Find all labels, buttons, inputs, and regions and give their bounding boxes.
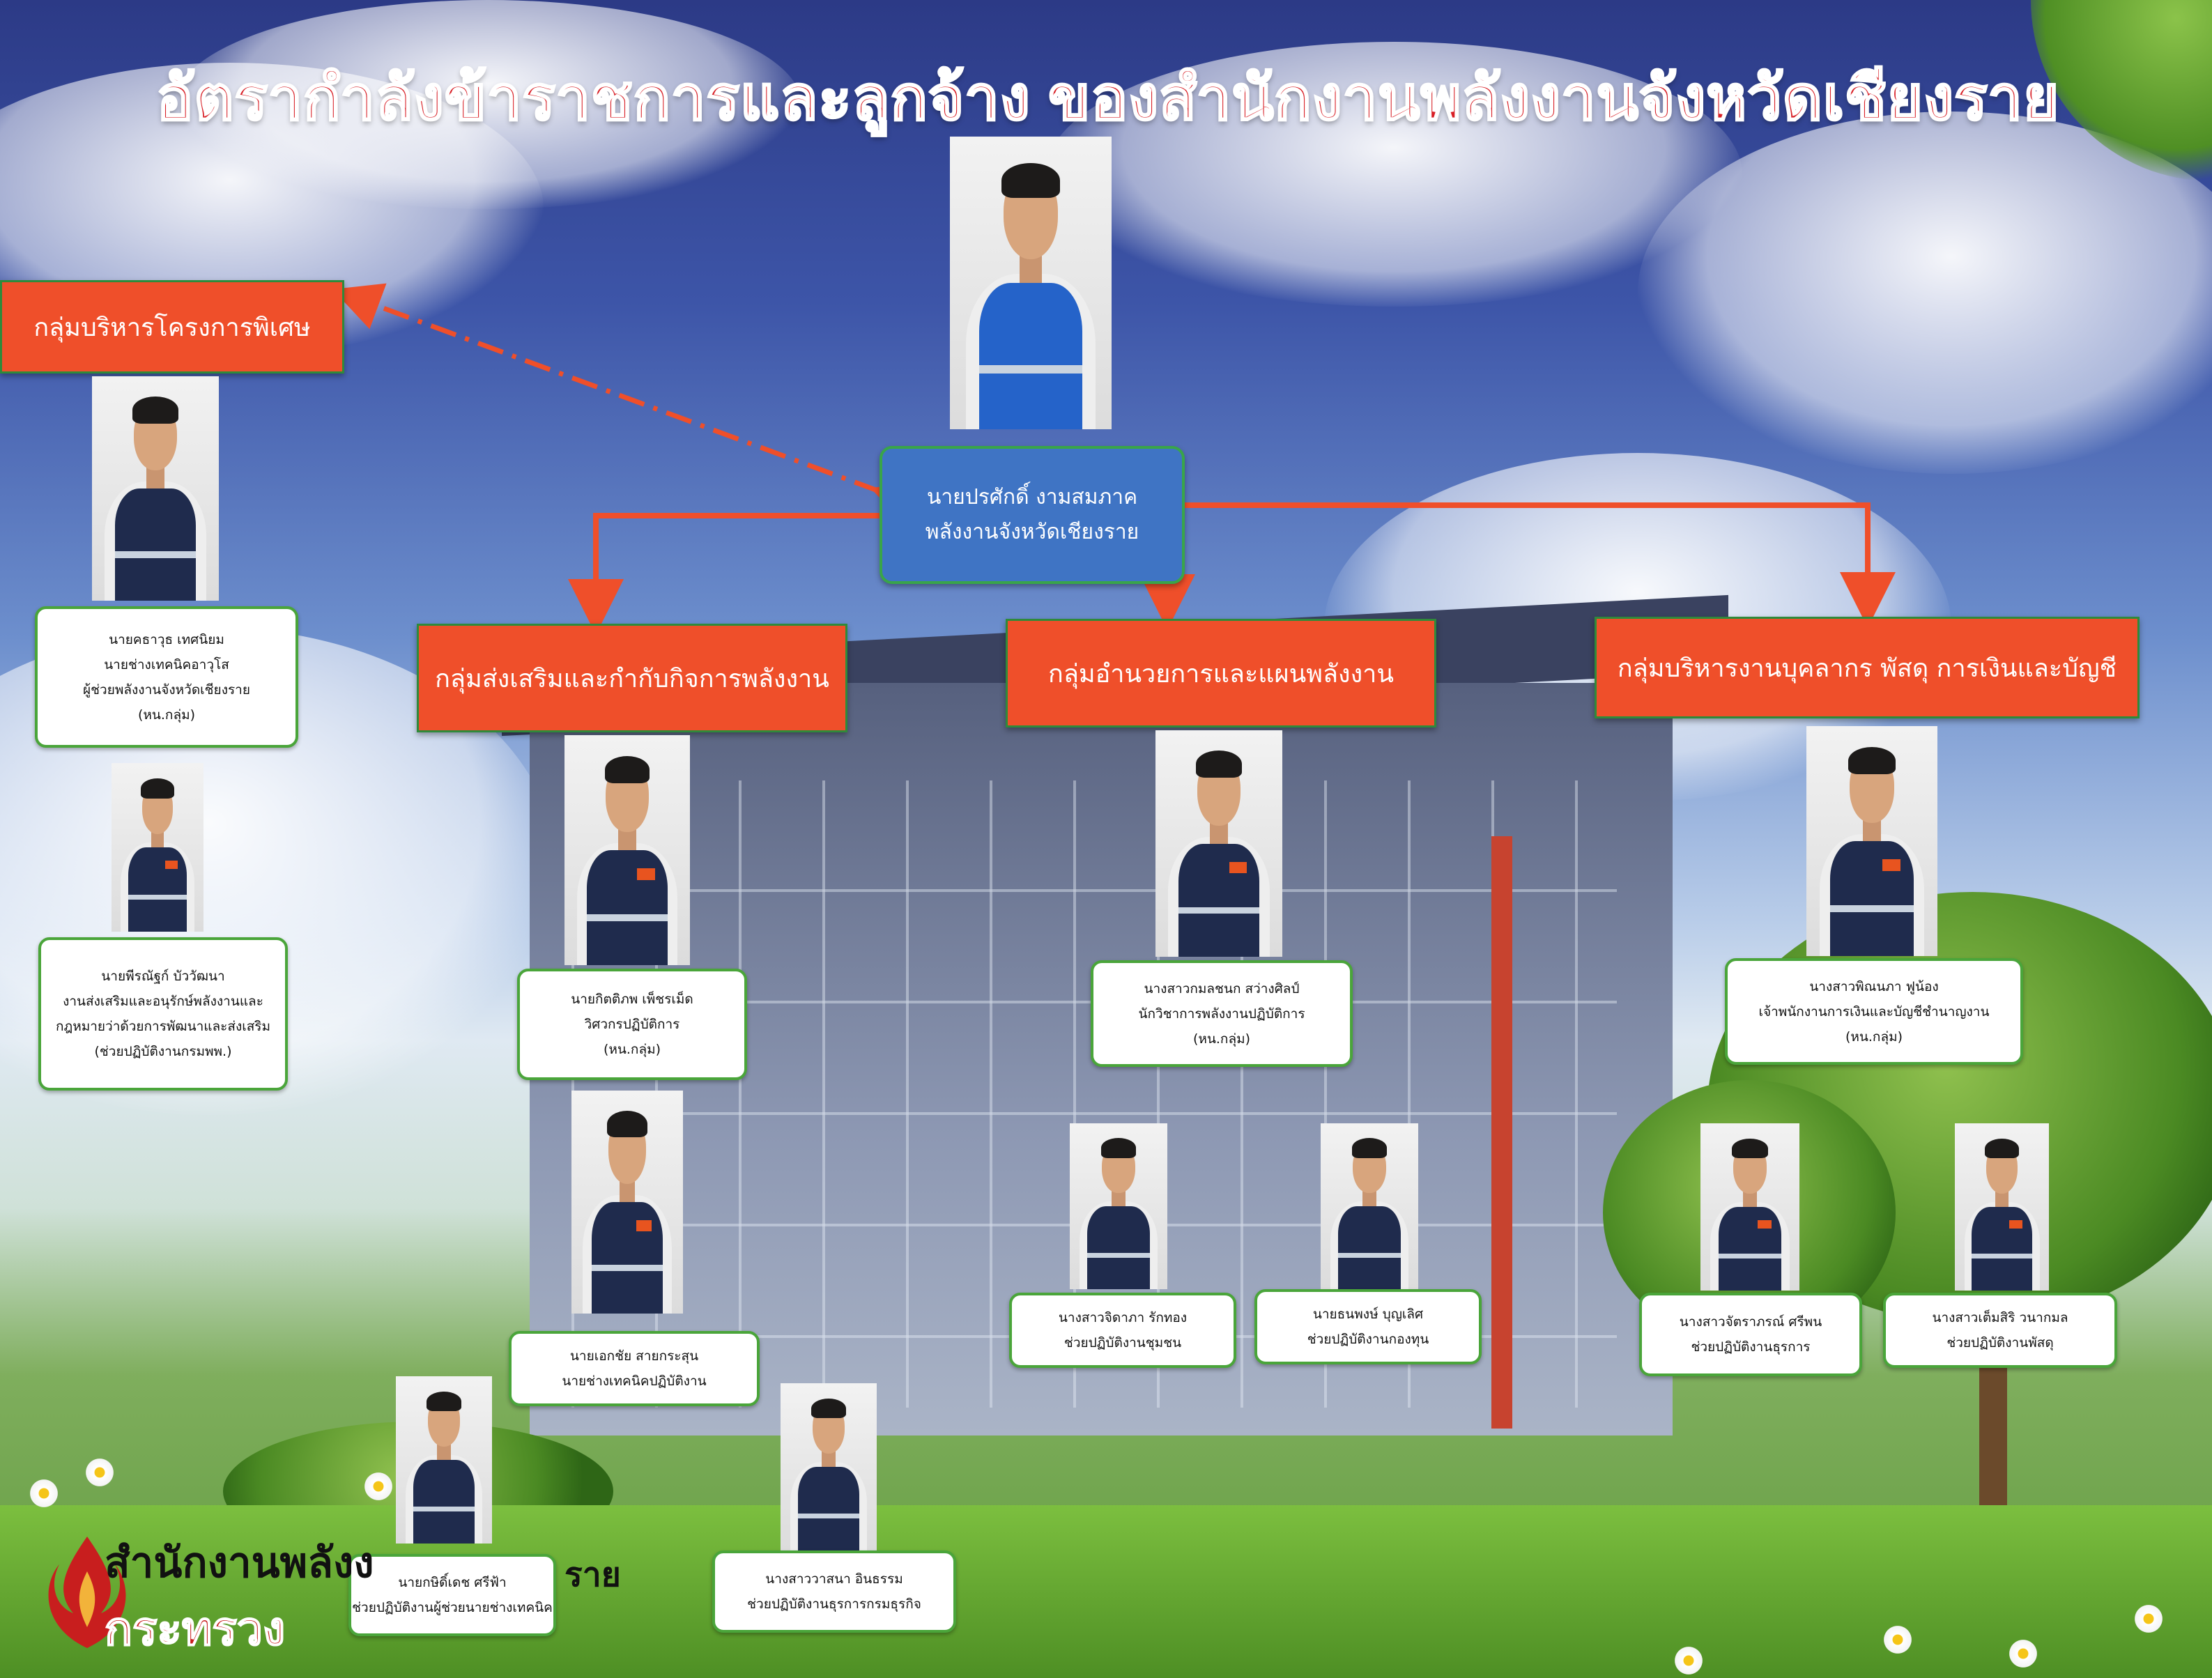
staff-position: ช่วยปฏิบัติงานพัสดุ: [1946, 1335, 2054, 1350]
staff-card-promote-1: นายกิตติภพ เพ็ชรเม็ด วิศวกรปฏิบัติการ (ห…: [517, 969, 747, 1080]
staff-position: นายช่างเทคนิคอาวุโส: [104, 656, 229, 672]
flower-decoration: [2007, 1638, 2039, 1670]
staff-name: นางสาวเต็มสิริ วนากมล: [1932, 1310, 2068, 1325]
group-promote: กลุ่มส่งเสริมและกำกับกิจการพลังงาน: [417, 624, 847, 732]
staff-name: นายเอกชัย สายกระสุน: [569, 1348, 699, 1364]
staff-role-note: (หน.กลุ่ม): [1192, 1031, 1251, 1047]
head-photo: [950, 137, 1112, 429]
staff-name: นางสาวจัตราภรณ์ ศรีพน: [1679, 1314, 1822, 1330]
flower-decoration: [1673, 1645, 1705, 1677]
ministry-flame-logo: [48, 1537, 126, 1648]
staff-position: ช่วยปฏิบัติงานธุรการกรมธุรกิจ: [747, 1596, 921, 1612]
staff-card-hr-2: นางสาวจัตราภรณ์ ศรีพน ช่วยปฏิบัติงานธุรก…: [1639, 1293, 1862, 1376]
head-box: นายปรศักดิ์ งามสมภาค พลังงานจังหวัดเชียง…: [880, 446, 1185, 584]
staff-name: นายธนพงษ์ บุญเลิศ: [1312, 1307, 1424, 1322]
staff-photo: [1070, 1123, 1167, 1289]
staff-position: ช่วยปฏิบัติงานธุรการ: [1691, 1339, 1811, 1355]
flower-decoration: [1882, 1624, 1914, 1656]
page-title: อัตรากำลังข้าราชการและลูกจ้าง ของสำนักงา…: [155, 63, 2060, 134]
staff-photo: [571, 1091, 683, 1314]
footer-logo-line1-tail: ราย: [564, 1557, 621, 1594]
staff-name: นายกษิดิ์เดช ศรีฟ้า: [398, 1575, 507, 1590]
staff-photo: [1321, 1123, 1418, 1289]
staff-card-hr-3: นางสาวเต็มสิริ วนากมล ช่วยปฏิบัติงานพัสด…: [1883, 1293, 2117, 1368]
staff-card-special-2: นายพีรณัฐก์ บัววัฒนา งานส่งเสริมและอนุรั…: [38, 937, 288, 1091]
staff-position: วิศวกรปฏิบัติการ: [584, 1017, 680, 1032]
staff-photo: [564, 735, 690, 965]
staff-name: นางสาวพิณนภา ฟูน้อง: [1809, 978, 1939, 994]
staff-card-admin-2: นางสาวจิดาภา รักทอง ช่วยปฏิบัติงานชุมชน: [1009, 1293, 1236, 1368]
staff-role-note: (หน.กลุ่ม): [137, 707, 196, 723]
staff-role-note: (หน.กลุ่ม): [603, 1042, 661, 1057]
staff-name: นายพีรณัฐก์ บัววัฒนา: [101, 969, 225, 984]
staff-photo: [1955, 1123, 2049, 1291]
cloud: [1045, 42, 1742, 307]
staff-name: นางสาววาสนา อินธรรม: [765, 1571, 903, 1587]
staff-position: นายช่างเทคนิคปฏิบัติงาน: [562, 1373, 707, 1389]
head-position: พลังงานจังหวัดเชียงราย: [925, 520, 1139, 544]
staff-photo: [92, 376, 219, 601]
head-name: นายปรศักดิ์ งามสมภาค: [926, 485, 1138, 509]
staff-photo: [781, 1383, 877, 1550]
staff-position: ช่วยปฏิบัติงานกองทุน: [1307, 1332, 1429, 1347]
staff-role-note: (หน.กลุ่ม): [1845, 1029, 1903, 1045]
footer-logo-line1: สำนักงานพลังง: [105, 1539, 374, 1586]
staff-card-admin-1: นางสาวกมลชนก สว่างศิลป์ นักวิชาการพลังงา…: [1091, 960, 1353, 1067]
staff-position: กฎหมายว่าด้วยการพัฒนาและส่งเสริม: [55, 1019, 271, 1034]
flower-decoration: [2133, 1603, 2165, 1635]
staff-photo: [1806, 726, 1937, 956]
group-admin: กลุ่มอำนวยการและแผนพลังงาน: [1006, 619, 1436, 728]
staff-photo: [396, 1376, 492, 1544]
staff-name: นางสาวกมลชนก สว่างศิลป์: [1144, 980, 1300, 996]
staff-photo: [1700, 1123, 1799, 1291]
group-hr: กลุ่มบริหารงานบุคลากร พัสดุ การเงินและบั…: [1595, 617, 2140, 718]
cloud: [1638, 111, 2212, 474]
flower-decoration: [362, 1470, 394, 1502]
staff-position: ช่วยปฏิบัติงานชุมชน: [1063, 1335, 1182, 1350]
flower-decoration: [28, 1477, 60, 1509]
staff-card-hr-1: นางสาวพิณนภา ฟูน้อง เจ้าพนักงานการเงินแล…: [1725, 958, 2023, 1065]
staff-card-special-1: นายคธาวุธ เทศนิยม นายช่างเทคนิคอาวุโส ผู…: [35, 606, 298, 748]
footer-logo-line2: กระทรวง: [104, 1602, 286, 1655]
group-special: กลุ่มบริหารโครงการพิเศษ: [0, 280, 344, 374]
staff-position: ช่วยปฏิบัติงานผู้ช่วยนายช่างเทคนิค: [352, 1600, 553, 1615]
staff-position: งานส่งเสริมและอนุรักษ์พลังงานและ: [63, 994, 263, 1009]
staff-card-promote-3: นายกษิดิ์เดช ศรีฟ้า ช่วยปฏิบัติงานผู้ช่ว…: [348, 1554, 556, 1636]
staff-photo: [1155, 730, 1282, 957]
staff-card-admin-3: นายธนพงษ์ บุญเลิศ ช่วยปฏิบัติงานกองทุน: [1254, 1289, 1482, 1364]
staff-name: นางสาวจิดาภา รักทอง: [1058, 1310, 1188, 1325]
flower-decoration: [84, 1456, 116, 1488]
staff-position: เจ้าพนักงานการเงินและบัญชีชำนาญงาน: [1758, 1003, 1990, 1019]
staff-position: นักวิชาการพลังงานปฏิบัติการ: [1138, 1006, 1305, 1022]
staff-role-note: (ช่วยปฏิบัติงานกรมพพ.): [94, 1044, 232, 1059]
staff-card-promote-2: นายเอกชัย สายกระสุน นายช่างเทคนิคปฏิบัติ…: [509, 1331, 760, 1406]
staff-name: นายคธาวุธ เทศนิยม: [109, 631, 224, 647]
staff-position: ผู้ช่วยพลังงานจังหวัดเชียงราย: [83, 682, 250, 698]
staff-name: นายกิตติภพ เพ็ชรเม็ด: [571, 992, 693, 1007]
cloud: [174, 0, 801, 209]
staff-photo: [112, 763, 203, 932]
staff-card-promote-4: นางสาววาสนา อินธรรม ช่วยปฏิบัติงานธุรการ…: [712, 1550, 956, 1633]
